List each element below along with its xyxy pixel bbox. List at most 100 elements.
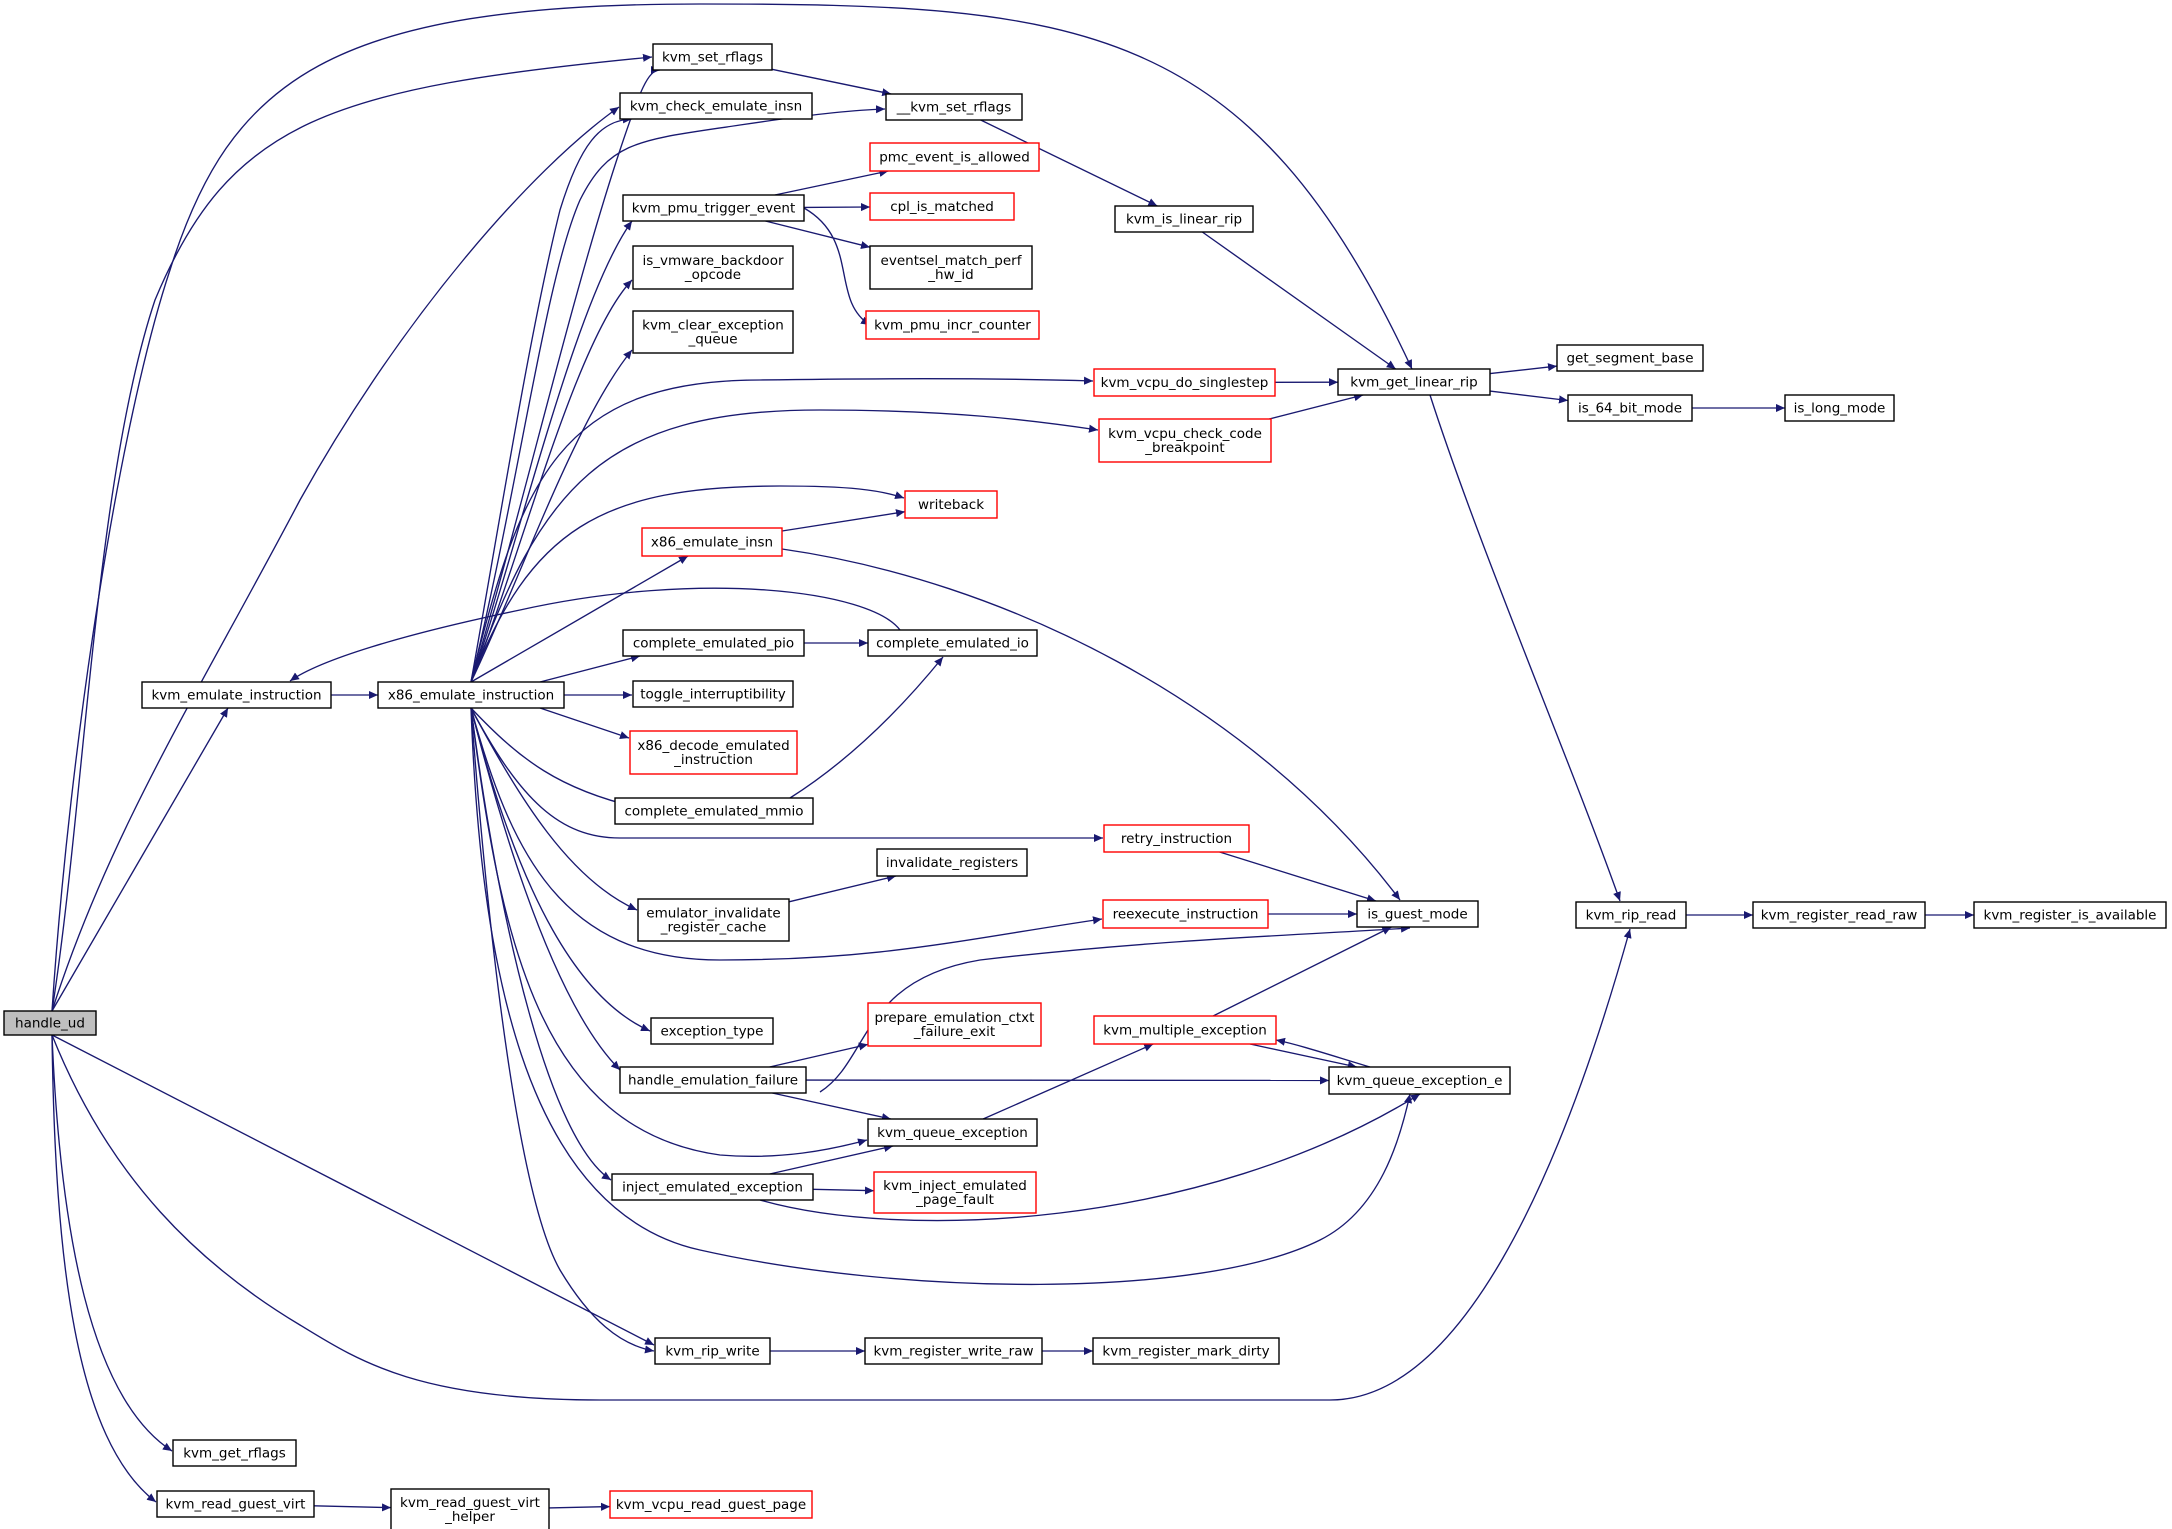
node-box xyxy=(1102,899,1269,929)
node-label: kvm_register_is_available xyxy=(1984,908,2157,924)
node-label: kvm_pmu_trigger_event xyxy=(632,201,796,217)
node-kvm-is-linear-rip[interactable]: kvm_is_linear_rip xyxy=(1114,205,1254,233)
node-handle-ud[interactable]: handle_ud xyxy=(3,1010,97,1036)
node-is-guest-mode[interactable]: is_guest_mode xyxy=(1356,900,1479,928)
node-cpl-is-matched[interactable]: cpl_is_matched xyxy=(869,192,1015,221)
node-box xyxy=(1328,1066,1511,1095)
node-kvm-get-rflags[interactable]: kvm_get_rflags xyxy=(172,1439,297,1467)
node-handle-emulation-failure[interactable]: handle_emulation_failure xyxy=(619,1066,807,1094)
node-label: kvm_register_mark_dirty xyxy=(1102,1344,1269,1360)
node-box xyxy=(172,1439,297,1467)
node-label: _failure_exit xyxy=(913,1024,995,1040)
node-x86-emulate-insn[interactable]: x86_emulate_insn xyxy=(641,527,783,557)
edge-retry-instruction-to-is-guest-mode xyxy=(1219,851,1377,903)
node-label: _opcode xyxy=(684,267,741,283)
node-kvm-vcpu-do-singlestep[interactable]: kvm_vcpu_do_singlestep xyxy=(1093,368,1276,397)
edge-inject-emulated-exception-to-kvm-inject-emulated-page-fault xyxy=(812,1186,875,1195)
edge-kvm-read-guest-virt-helper-to-kvm-vcpu-read-guest-page xyxy=(548,1502,611,1511)
node-label: toggle_interruptibility xyxy=(640,687,786,703)
node-inject-emulated-exception[interactable]: inject_emulated_exception xyxy=(611,1173,814,1201)
node-box xyxy=(629,730,798,775)
node-box xyxy=(654,1337,771,1365)
node-box xyxy=(867,629,1038,657)
edge-handle-ud-to-kvm-read-guest-virt xyxy=(51,1034,157,1503)
node-kvm-vcpu-read-guest-page[interactable]: kvm_vcpu_read_guest_page xyxy=(609,1490,813,1519)
node-box xyxy=(873,1171,1037,1214)
node-complete-emulated-io[interactable]: complete_emulated_io xyxy=(867,629,1038,657)
edge-handle-ud-to-kvm-emulate-instruction xyxy=(51,707,229,1012)
node-kvm-set-rflags[interactable]: kvm_set_rflags xyxy=(652,43,773,71)
node-kvm-rip-write[interactable]: kvm_rip_write xyxy=(654,1337,771,1365)
node-label: kvm_check_emulate_insn xyxy=(630,99,802,115)
node-x86-decode-emulated-instruction[interactable]: x86_decode_emulated_instruction xyxy=(629,730,798,775)
node-label: kvm_is_linear_rip xyxy=(1126,212,1242,228)
node-box xyxy=(650,1017,774,1045)
node-label: kvm_vcpu_read_guest_page xyxy=(616,1497,806,1513)
edge-handle-emulation-failure-to-is-guest-mode xyxy=(819,924,1411,1093)
node-kvm-read-guest-virt-helper[interactable]: kvm_read_guest_virt_helper xyxy=(390,1488,550,1529)
node-box xyxy=(156,1490,315,1518)
node-retry-instruction[interactable]: retry_instruction xyxy=(1103,824,1250,853)
node-is-64-bit-mode[interactable]: is_64_bit_mode xyxy=(1567,394,1693,422)
edge-x86-emulate-insn-to-writeback xyxy=(781,509,906,532)
node-kvm-inject-emulated-page-fault[interactable]: kvm_inject_emulated_page_fault xyxy=(873,1171,1037,1214)
node-invalidate-registers[interactable]: invalidate_registers xyxy=(876,848,1028,877)
node-label: kvm_get_linear_rip xyxy=(1350,375,1477,391)
node-label: kvm_emulate_instruction xyxy=(151,688,321,704)
edge-x86-emulate-insn-to-is-guest-mode xyxy=(781,548,1401,901)
node-emulator-invalidate-register-cache[interactable]: emulator_invalidate_register_cache xyxy=(637,898,790,942)
edge-kvm-get-linear-rip-to-is-64-bit-mode xyxy=(1489,390,1569,404)
node-kvm-register-is-available[interactable]: kvm_register_is_available xyxy=(1973,901,2167,929)
node-label: emulator_invalidate xyxy=(646,906,780,922)
node-pmc-event-is-allowed[interactable]: pmc_event_is_allowed xyxy=(869,142,1040,172)
node-complete-emulated-pio[interactable]: complete_emulated_pio xyxy=(622,629,805,657)
node-reexecute-instruction[interactable]: reexecute_instruction xyxy=(1102,899,1269,929)
node-kvm-clear-exception-queue[interactable]: kvm_clear_exception_queue xyxy=(632,310,794,354)
node-toggle-interruptibility[interactable]: toggle_interruptibility xyxy=(632,680,794,708)
node-kvm-check-emulate-insn[interactable]: kvm_check_emulate_insn xyxy=(619,92,813,120)
edge-inject-emulated-exception-to-kvm-queue-exception xyxy=(769,1144,894,1175)
edge-x86-emulate-instruction-to-x86-decode-emulated-instruction xyxy=(539,707,630,739)
node-eventsel-match-perf-hw-id[interactable]: eventsel_match_perf_hw_id xyxy=(869,245,1033,290)
node-kvm-emulate-instruction[interactable]: kvm_emulate_instruction xyxy=(141,681,332,709)
node-label: _hw_id xyxy=(927,267,973,283)
node-exception-type[interactable]: exception_type xyxy=(650,1017,774,1045)
node-kvm-multiple-exception[interactable]: kvm_multiple_exception xyxy=(1093,1015,1277,1045)
edge-kvm-queue-exception-to-kvm-multiple-exception xyxy=(982,1043,1154,1120)
node-box xyxy=(1752,901,1926,929)
node-x86-emulate-instruction[interactable]: x86_emulate_instruction xyxy=(377,681,565,709)
node-label: __kvm_set_rflags xyxy=(896,100,1012,116)
node-label: is_guest_mode xyxy=(1367,907,1467,923)
node-kvm-read-guest-virt[interactable]: kvm_read_guest_virt xyxy=(156,1490,315,1518)
node-kvm-rip-read[interactable]: kvm_rip_read xyxy=(1575,901,1687,929)
node-label: exception_type xyxy=(661,1024,764,1040)
node-label: is_vmware_backdoor xyxy=(642,253,783,269)
edge-x86-emulate-instruction-to-inject-emulated-exception xyxy=(470,707,612,1181)
node-box xyxy=(1093,1015,1277,1045)
node-is-long-mode[interactable]: is_long_mode xyxy=(1784,394,1895,422)
node-prepare-emulation-ctxt-failure-exit[interactable]: prepare_emulation_ctxt_failure_exit xyxy=(867,1002,1042,1047)
node-box xyxy=(867,1002,1042,1047)
node-kvm-register-write-raw[interactable]: kvm_register_write_raw xyxy=(864,1337,1043,1365)
edge-kvm-is-linear-rip-to-kvm-get-linear-rip xyxy=(1201,231,1397,370)
node-label: kvm_queue_exception xyxy=(877,1125,1028,1141)
edge-x86-emulate-instruction-to-writeback xyxy=(470,485,905,683)
node-writeback[interactable]: writeback xyxy=(904,490,998,519)
node-kvm-queue-exception-e[interactable]: kvm_queue_exception_e xyxy=(1328,1066,1511,1095)
node---kvm-set-rflags[interactable]: __kvm_set_rflags xyxy=(885,93,1023,121)
node-complete-emulated-mmio[interactable]: complete_emulated_mmio xyxy=(614,797,814,825)
edge-kvm-pmu-trigger-event-to-eventsel-match-perf-hw-id xyxy=(765,220,871,249)
node-kvm-register-read-raw[interactable]: kvm_register_read_raw xyxy=(1752,901,1926,929)
node-kvm-queue-exception[interactable]: kvm_queue_exception xyxy=(867,1118,1038,1147)
node-kvm-pmu-trigger-event[interactable]: kvm_pmu_trigger_event xyxy=(622,194,805,222)
node-kvm-get-linear-rip[interactable]: kvm_get_linear_rip xyxy=(1337,368,1491,396)
node-get-segment-base[interactable]: get_segment_base xyxy=(1556,344,1704,372)
node-kvm-register-mark-dirty[interactable]: kvm_register_mark_dirty xyxy=(1092,1337,1280,1365)
node-box xyxy=(869,192,1015,221)
node-kvm-vcpu-check-code-breakpoint[interactable]: kvm_vcpu_check_code_breakpoint xyxy=(1098,418,1272,463)
node-kvm-pmu-incr-counter[interactable]: kvm_pmu_incr_counter xyxy=(865,310,1040,340)
node-label: cpl_is_matched xyxy=(890,199,994,215)
edge-complete-emulated-io-to-kvm-emulate-instruction xyxy=(289,587,901,682)
node-is-vmware-backdoor-opcode[interactable]: is_vmware_backdoor_opcode xyxy=(632,245,794,290)
edge-handle-ud-to-kvm-check-emulate-insn xyxy=(51,106,620,1012)
